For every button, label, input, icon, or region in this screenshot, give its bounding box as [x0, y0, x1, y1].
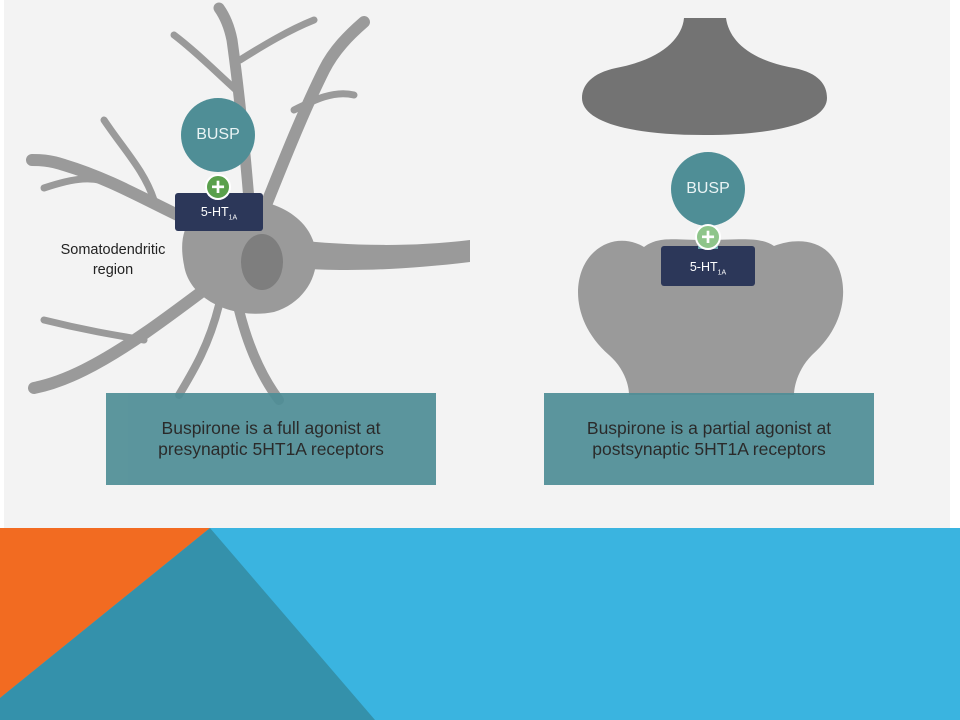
right-partial-agonist-plus-icon: +: [695, 224, 721, 250]
region-label-line1: Somatodendritic: [60, 242, 166, 258]
left-full-agonist-plus-icon: +: [205, 174, 231, 200]
footer-teal-triangle: [0, 528, 375, 720]
dendrite-upper-branch: [290, 90, 358, 114]
left-busp-label: BUSP: [196, 126, 240, 143]
right-receptor-label: 5-HT1A: [663, 260, 753, 277]
dendrite-lower-left: [28, 284, 210, 394]
right-caption-box: Buspirone is a partial agonist at postsy…: [544, 393, 874, 485]
dendrite-lower-down: [234, 305, 284, 405]
slide-footer-decoration: [0, 528, 960, 720]
somatodendritic-region-label: Somatodendritic region: [48, 240, 178, 280]
presynaptic-neuron-illustration: [26, 2, 470, 405]
left-caption-line2: presynaptic 5HT1A receptors: [158, 439, 384, 459]
dendrite-upper-right: [260, 16, 370, 211]
dendrite-top: [236, 16, 318, 64]
dendrite-left-upper: [100, 116, 158, 204]
region-label-line2: region: [92, 262, 134, 278]
left-busp-ligand: [181, 98, 255, 172]
right-receptor-sub: 1A: [717, 269, 727, 277]
left-receptor-sub: 1A: [228, 214, 238, 222]
dendrite-left: [26, 154, 205, 231]
left-receptor-main: 5-HT: [200, 205, 229, 219]
dendrite-upper-left-branch: [170, 31, 240, 94]
dendrite-lower-mid: [175, 301, 223, 399]
dendrite-lower-branch: [40, 316, 148, 344]
neuron-axon: [294, 240, 470, 270]
left-receptor: [175, 193, 263, 231]
left-caption-box: Buspirone is a full agonist at presynapt…: [106, 393, 436, 485]
neuron-nucleus: [241, 234, 283, 290]
right-receptor-main: 5-HT: [689, 260, 718, 274]
diagram-figure: Somatodendritic region BUSP + 5-HT1A BUS…: [4, 0, 950, 528]
right-caption-line2: postsynaptic 5HT1A receptors: [592, 439, 826, 459]
left-caption-line1: Buspirone is a full agonist at: [161, 418, 381, 438]
right-caption-line1: Buspirone is a partial agonist at: [586, 418, 832, 438]
dendrite-left-branch: [40, 175, 118, 192]
right-busp-label: BUSP: [686, 180, 730, 197]
left-receptor-label: 5-HT1A: [174, 205, 264, 222]
